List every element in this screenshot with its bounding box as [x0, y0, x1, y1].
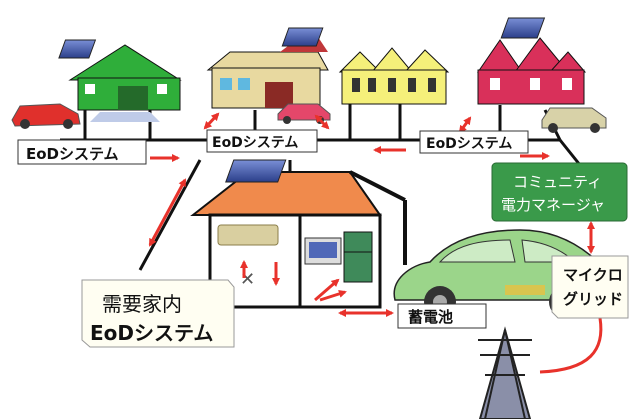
community-power-manager-label-line1: コミュニティ: [513, 173, 603, 191]
household-eod-label-line1: 需要家内: [102, 292, 182, 316]
household-house: ✕: [190, 159, 407, 309]
house-yellow: [338, 47, 450, 105]
svg-text:✕: ✕: [240, 269, 255, 290]
eod-system-label-center: EoDシステム: [212, 135, 299, 151]
label-boxes: [17, 129, 629, 348]
house-green: [11, 39, 182, 129]
house-beige: [206, 27, 331, 124]
house-red: [477, 17, 607, 133]
eod-system-label-left: EoDシステム: [26, 145, 119, 163]
battery-label: 蓄電池: [408, 308, 454, 326]
community-power-manager-label-line2: 電力マネージャ: [501, 196, 605, 214]
power-arrows: [148, 112, 603, 374]
microgrid-label-line2: グリッド: [563, 290, 624, 308]
transmission-tower: [478, 326, 532, 419]
household-eod-label-line2: EoDシステム: [90, 321, 214, 345]
eod-system-label-right: EoDシステム: [426, 136, 513, 152]
microgrid-label-line1: マイクロ: [563, 266, 623, 284]
